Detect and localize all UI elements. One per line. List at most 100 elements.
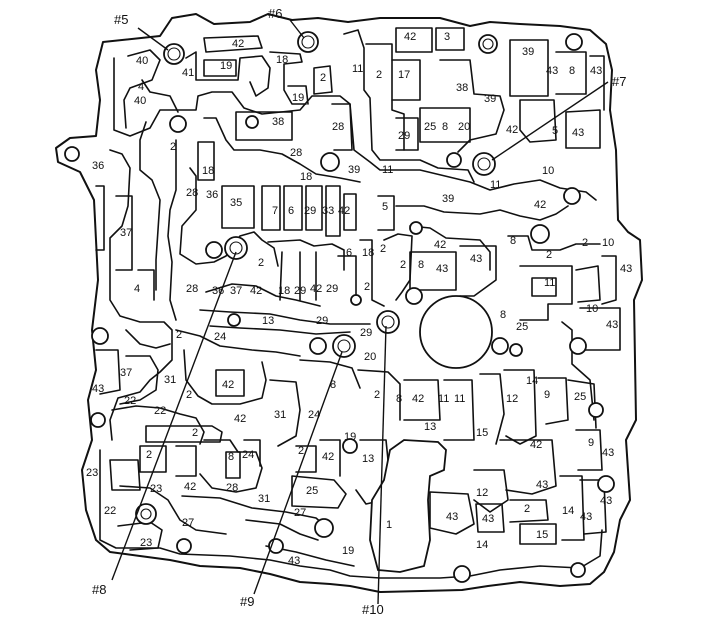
passage-number: 14 <box>526 375 538 387</box>
passage-number: 9 <box>544 389 550 401</box>
passage-number: 29 <box>316 315 328 327</box>
passage-number: 37 <box>120 227 132 239</box>
passage-number: 31 <box>164 374 176 386</box>
large-circle <box>419 295 493 369</box>
passage-number: 22 <box>124 395 136 407</box>
passage-number: 11 <box>438 393 449 405</box>
passage-number: 43 <box>572 127 584 139</box>
passage-number: 4 <box>134 283 140 295</box>
passage-number: 42 <box>434 239 446 251</box>
leader-lines <box>111 19 609 605</box>
passage-number: 43 <box>606 319 618 331</box>
passage-number: 22 <box>154 405 166 417</box>
passage-number: 43 <box>580 511 592 523</box>
passage-number: 43 <box>600 495 612 507</box>
passage-number: 42 <box>530 439 542 451</box>
passage-number: 10 <box>602 237 614 249</box>
passage-number: 24 <box>242 449 254 461</box>
passage-number: 2 <box>186 389 192 401</box>
passage-number: 37 <box>120 367 132 379</box>
passage-number: 11 <box>454 393 465 405</box>
passage-number: 14 <box>476 539 488 551</box>
passage-number: 5 <box>382 201 388 213</box>
passage-number: 43 <box>92 383 104 395</box>
passage-number: 38 <box>456 82 468 94</box>
callout-label: #9 <box>240 594 254 609</box>
passage-number: 15 <box>536 529 548 541</box>
passage-number: 29 <box>326 283 338 295</box>
passage-number: 20 <box>364 351 376 363</box>
passage-number: 42 <box>222 379 234 391</box>
passage-number: 29 <box>360 327 372 339</box>
passage-number: 8 <box>396 393 402 405</box>
passage-number: 8 <box>228 451 234 463</box>
passage-number: 40 <box>136 55 148 67</box>
passage-number: 35 <box>230 197 242 209</box>
passage-number: 19 <box>342 545 354 557</box>
passage-number: 42 <box>506 124 518 136</box>
passage-number: 39 <box>442 193 454 205</box>
passage-number: 39 <box>484 93 496 105</box>
passage-number: 43 <box>470 253 482 265</box>
channel-network <box>95 27 621 567</box>
passage-number: 15 <box>476 427 488 439</box>
passage-number: 41 <box>182 67 194 79</box>
passage-number: 23 <box>140 537 152 549</box>
callout-label: #5 <box>114 12 128 27</box>
callout-label: #7 <box>612 74 626 89</box>
callout-label: #6 <box>268 6 282 21</box>
passage-number: 39 <box>348 164 360 176</box>
passage-number: 11 <box>490 179 501 191</box>
passage-number: 2 <box>298 445 304 457</box>
passage-number: 19 <box>344 431 356 443</box>
passage-number: 43 <box>546 65 558 77</box>
passage-number: 31 <box>274 409 286 421</box>
large-bore <box>369 439 447 573</box>
passage-number: 23 <box>150 483 162 495</box>
passage-number: 8 <box>418 259 424 271</box>
passage-number: 36 <box>92 160 104 172</box>
passage-number: 2 <box>170 141 176 153</box>
passage-number: 8 <box>500 309 506 321</box>
passage-number: 2 <box>320 72 326 84</box>
passage-number: 27 <box>294 507 306 519</box>
passage-number: 36 <box>212 285 224 297</box>
passage-number: 2 <box>400 259 406 271</box>
passage-number: 2 <box>380 243 386 255</box>
passage-number: 11 <box>382 164 393 176</box>
passage-number: 29 <box>398 130 410 142</box>
passage-number: 8 <box>330 379 336 391</box>
passage-number: 10 <box>586 303 598 315</box>
passage-number: 19 <box>220 60 232 72</box>
passage-number: 43 <box>436 263 448 275</box>
passage-number: 36 <box>206 189 218 201</box>
passage-number: 2 <box>192 427 198 439</box>
passage-number: 3 <box>444 31 450 43</box>
passage-number: 28 <box>290 147 302 159</box>
passage-number: 8 <box>442 121 448 133</box>
passage-number: 24 <box>308 409 320 421</box>
passage-number: 43 <box>620 263 632 275</box>
passage-number: 40 <box>134 95 146 107</box>
passage-number: 8 <box>510 235 516 247</box>
passage-number: 2 <box>146 449 152 461</box>
passage-number: 31 <box>258 493 270 505</box>
passage-number: 43 <box>288 555 300 567</box>
passage-number: 28 <box>332 121 344 133</box>
passage-number: 24 <box>214 331 226 343</box>
passage-number: 18 <box>276 54 288 66</box>
passage-number: 11 <box>544 277 555 289</box>
passage-number: 12 <box>476 487 488 499</box>
passage-numbers: 40 41 42 19 18 2 11 2 17 42 3 39 43 8 43… <box>86 31 632 567</box>
passage-number: 18 <box>278 285 290 297</box>
casting-outline <box>55 13 643 593</box>
passage-number: 29 <box>304 205 316 217</box>
inner-wall <box>113 57 597 201</box>
passage-number: 13 <box>262 315 274 327</box>
passage-number: 28 <box>186 283 198 295</box>
passage-number: 12 <box>506 393 518 405</box>
passage-number: 17 <box>398 69 410 81</box>
passage-number: 42 <box>404 31 416 43</box>
passage-number: 2 <box>546 249 552 261</box>
